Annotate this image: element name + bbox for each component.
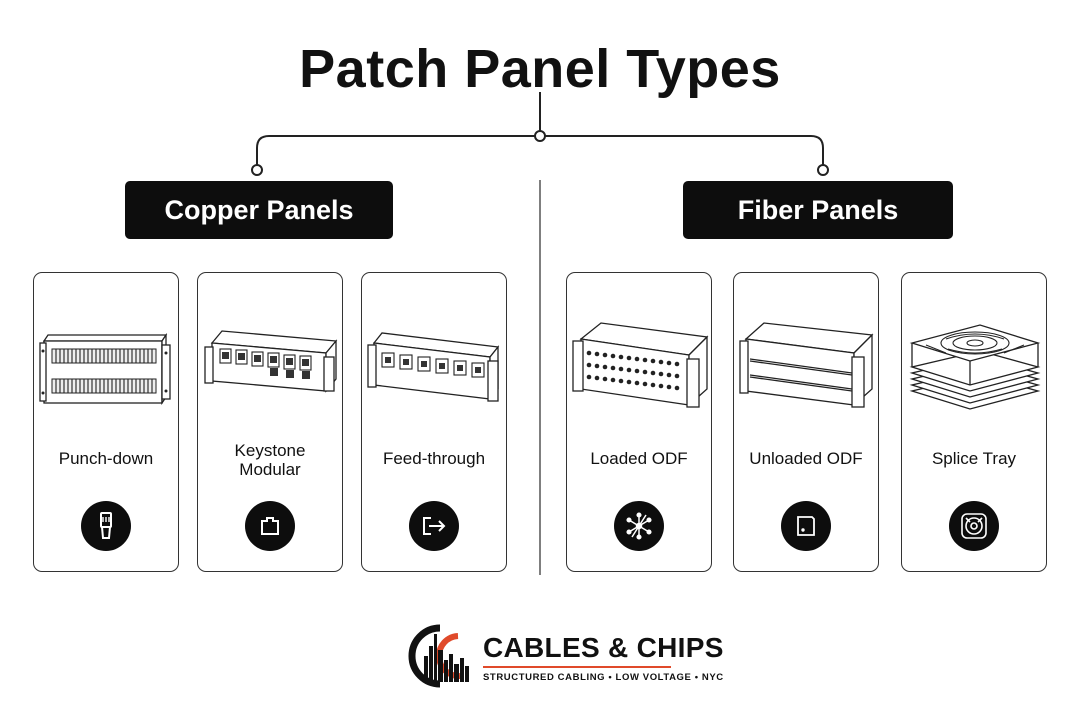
unloaded-odf-illustration <box>739 322 874 408</box>
punch-down-panel-illustration <box>39 332 171 406</box>
card-loaded-odf[interactable]: Loaded ODF <box>566 272 712 572</box>
card-feed-through[interactable]: Feed-through <box>361 272 507 572</box>
card-punch-down[interactable]: Punch-down <box>33 272 179 572</box>
page-title: Patch Panel Types <box>299 39 781 99</box>
empty-panel-icon <box>781 501 831 551</box>
card-label: Loaded ODF <box>590 449 688 468</box>
feed-through-panel-illustration <box>367 332 500 402</box>
card-keystone-modular[interactable]: Keystone Modular <box>197 272 343 572</box>
card-label: Splice Tray <box>931 449 1017 468</box>
card-label: Keystone Modular <box>234 441 306 479</box>
fiber-panels-header: Fiber Panels <box>683 181 953 239</box>
card-unloaded-odf[interactable]: Unloaded ODF <box>733 272 879 572</box>
splice-tray-illustration <box>909 324 1041 410</box>
fiber-hub-icon <box>614 501 664 551</box>
brand-tagline: STRUCTURED CABLING • LOW VOLTAGE • NYC <box>483 672 724 683</box>
feed-through-arrow-icon <box>409 501 459 551</box>
copper-panels-header: Copper Panels <box>125 181 393 239</box>
loaded-odf-illustration <box>572 322 709 408</box>
brand-logo <box>408 624 469 688</box>
splice-reel-icon <box>949 501 999 551</box>
card-label: Feed-through <box>382 449 486 468</box>
keystone-panel-illustration <box>204 330 338 393</box>
keystone-jack-icon <box>245 501 295 551</box>
card-splice-tray[interactable]: Splice Tray <box>901 272 1047 572</box>
brand-name: CABLES & CHIPS <box>483 632 724 663</box>
card-label: Punch-down <box>58 449 154 468</box>
card-label: Unloaded ODF <box>749 449 863 468</box>
brand-divider <box>483 666 671 668</box>
ethernet-plug-icon <box>81 501 131 551</box>
